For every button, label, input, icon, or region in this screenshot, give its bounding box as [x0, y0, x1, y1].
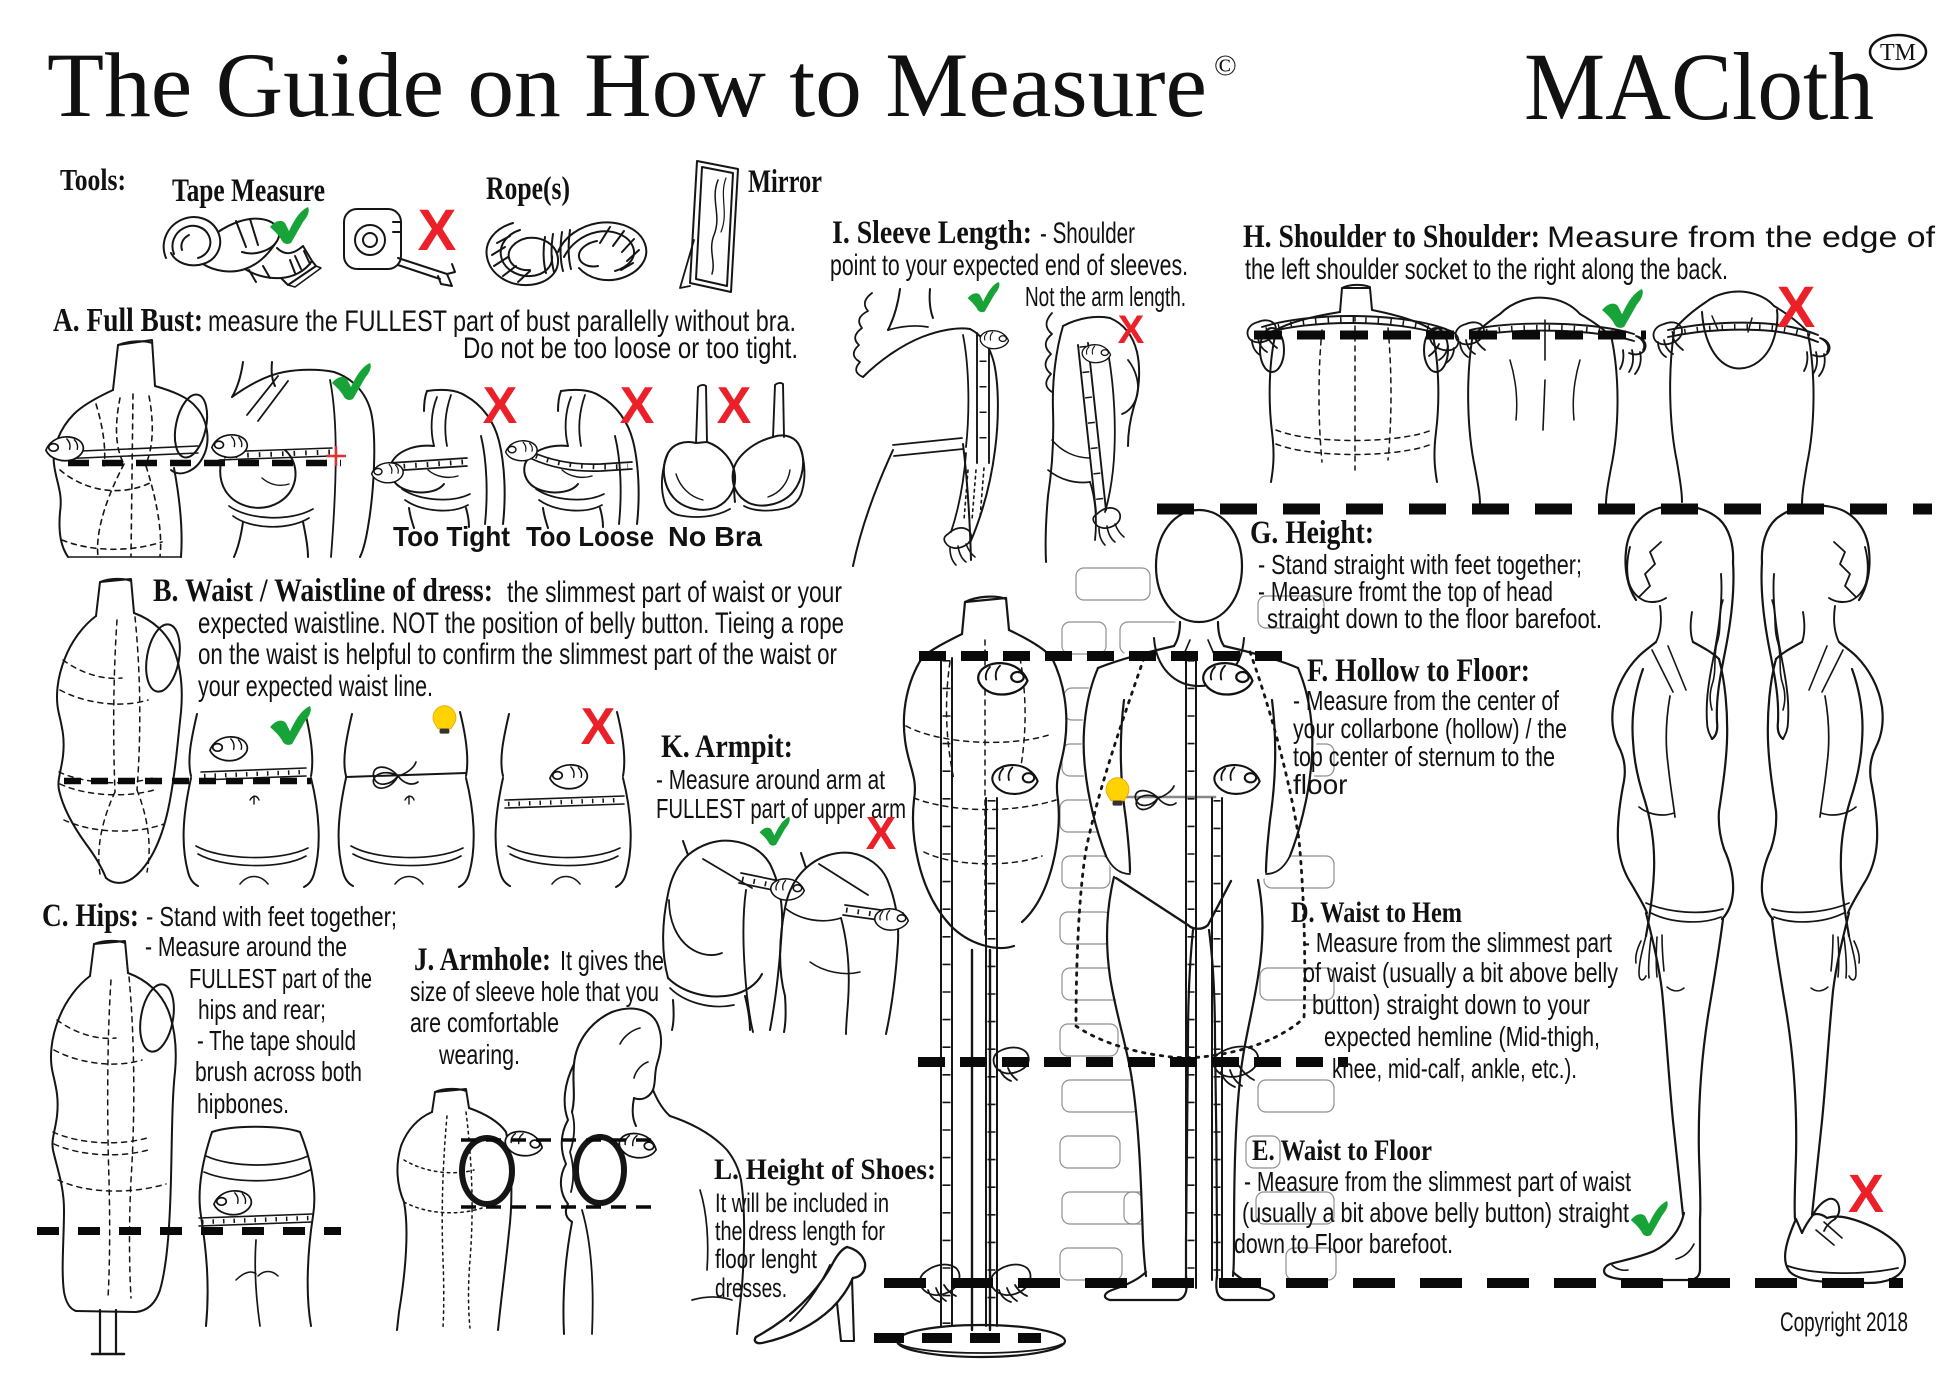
svg-text:X: X — [581, 698, 616, 756]
svg-text:your expected waist line.: your expected waist line. — [198, 670, 433, 703]
svg-text:Too Tight: Too Tight — [393, 521, 510, 552]
svg-text:- The tape should: - The tape should — [197, 1025, 356, 1056]
svg-text:hips and rear;: hips and rear; — [198, 994, 326, 1025]
svg-text:size of sleeve hole that you: size of sleeve hole that you — [410, 976, 659, 1007]
svg-text:It will be included in: It will be included in — [715, 1188, 889, 1218]
svg-text:A. Full Bust:: A. Full Bust: — [53, 302, 203, 339]
svg-text:X: X — [717, 377, 752, 435]
svg-text:MACloth: MACloth — [1524, 33, 1874, 140]
svg-text:floor: floor — [1293, 769, 1347, 800]
svg-text:X: X — [1118, 308, 1145, 352]
svg-text:your collarbone (hollow) / the: your collarbone (hollow) / the — [1293, 713, 1567, 744]
svg-text:of waist (usually a bit abov: of waist (usually a bit above belly — [1303, 957, 1618, 988]
svg-text:top center of sternum to the: top center of sternum to the — [1293, 741, 1555, 772]
svg-text:E. Waist to Floor: E. Waist to Floor — [1252, 1134, 1432, 1167]
svg-text:the left shoulder socket to th: the left shoulder socket to the right al… — [1245, 253, 1728, 286]
svg-text:- Measure from the center of: - Measure from the center of — [1293, 685, 1559, 716]
svg-text:X: X — [1777, 275, 1816, 340]
svg-text:down to Floor barefoot.: down to Floor barefoot. — [1234, 1228, 1453, 1259]
svg-text:- Measure from the slimmest pa: - Measure from the slimmest part of wais… — [1244, 1166, 1631, 1197]
svg-text:the dress length for: the dress length for — [715, 1216, 885, 1246]
svg-text:Measure from the edge of: Measure from the edge of — [1547, 221, 1936, 254]
svg-text:- Stand with feet together;: - Stand with feet together; — [146, 901, 397, 932]
svg-text:Copyright 2018: Copyright 2018 — [1780, 1307, 1908, 1337]
svg-text:Not the arm length.: Not the arm length. — [1025, 281, 1186, 312]
svg-text:- Measure fromt the top of hea: - Measure fromt the top of head — [1258, 576, 1553, 607]
svg-text:The Guide on How to Measure: The Guide on How to Measure — [47, 34, 1207, 136]
svg-text:X: X — [418, 198, 457, 263]
svg-text:B. Waist / Waistline of dress:: B. Waist / Waistline of dress: — [153, 573, 493, 609]
svg-text:X: X — [620, 377, 655, 435]
svg-text:hipbones.: hipbones. — [197, 1088, 289, 1119]
svg-text:dresses.: dresses. — [715, 1273, 787, 1303]
svg-text:Too Loose: Too Loose — [526, 521, 654, 552]
svg-text:- Shoulder: - Shoulder — [1040, 217, 1135, 250]
svg-text:- Measure around arm at: - Measure around arm at — [656, 764, 885, 795]
svg-text:brush across both: brush across both — [195, 1056, 362, 1087]
svg-text:X: X — [483, 377, 518, 435]
svg-text:L. Height of Shoes:: L. Height of Shoes: — [714, 1153, 936, 1186]
svg-text:expected hemline (Mid-thigh,: expected hemline (Mid-thigh, — [1324, 1021, 1600, 1052]
svg-text:the slimmest part of waist or: the slimmest part of waist or your — [507, 576, 842, 609]
svg-text:I. Sleeve Length:: I. Sleeve Length: — [832, 215, 1032, 251]
svg-text:D. Waist to Hem: D. Waist to Hem — [1291, 896, 1462, 929]
svg-text:No Bra: No Bra — [668, 521, 762, 552]
svg-text:- Measure from the slimmest pa: - Measure from the slimmest part — [1303, 927, 1612, 958]
svg-text:©: © — [1214, 49, 1237, 82]
svg-text:FULLEST part of the: FULLEST part of the — [189, 963, 372, 994]
svg-text:Tools:: Tools: — [60, 162, 126, 197]
svg-text:are comfortable: are comfortable — [410, 1007, 559, 1038]
svg-text:(usually a bit above belly b: (usually a bit above belly button) strai… — [1242, 1197, 1629, 1228]
svg-text:H. Shoulder to Shoulder:: H. Shoulder to Shoulder: — [1243, 219, 1540, 255]
svg-text:floor lenght: floor lenght — [715, 1244, 817, 1274]
svg-text:Do not be too loose or too tig: Do not be too loose or too tight. — [463, 332, 798, 365]
svg-text:measure the FULLEST part of bu: measure the FULLEST part of bust paralle… — [208, 305, 796, 338]
svg-text:straight down to the floor ba: straight down to the floor barefoot. — [1267, 603, 1602, 634]
svg-text:- Stand straight with feet tog: - Stand straight with feet together; — [1258, 549, 1582, 580]
svg-text:expected waistline. NOT the po: expected waistline. NOT the position of … — [198, 607, 844, 640]
svg-text:Tape Measure: Tape Measure — [172, 173, 325, 209]
svg-text:knee, mid-calf, ankle, etc.).: knee, mid-calf, ankle, etc.). — [1332, 1053, 1577, 1084]
svg-text:FULLEST part of upper arm: FULLEST part of upper arm — [656, 793, 906, 824]
svg-text:TM: TM — [1880, 40, 1916, 66]
svg-text:G. Height:: G. Height: — [1250, 515, 1374, 551]
svg-text:Rope(s): Rope(s) — [486, 171, 570, 207]
svg-text:C. Hips:: C. Hips: — [42, 898, 139, 934]
svg-text:on the waist is helpful to con: on the waist is helpful to confirm the s… — [198, 638, 837, 671]
svg-text:X: X — [1848, 1164, 1884, 1224]
svg-text:- Measure around the: - Measure around the — [145, 931, 347, 962]
svg-text:point to your expected end of: point to your expected end of sleeves. — [830, 249, 1188, 282]
svg-text:K. Armpit:: K. Armpit: — [661, 729, 793, 765]
svg-text:Mirror: Mirror — [748, 164, 822, 200]
svg-text:button) straight down to your: button) straight down to your — [1312, 989, 1590, 1020]
svg-text:It gives the: It gives the — [560, 945, 664, 976]
svg-text:F. Hollow to Floor:: F. Hollow to Floor: — [1307, 653, 1530, 689]
svg-text:X: X — [866, 807, 897, 859]
svg-text:J. Armhole:: J. Armhole: — [414, 942, 551, 978]
svg-text:wearing.: wearing. — [438, 1039, 520, 1070]
